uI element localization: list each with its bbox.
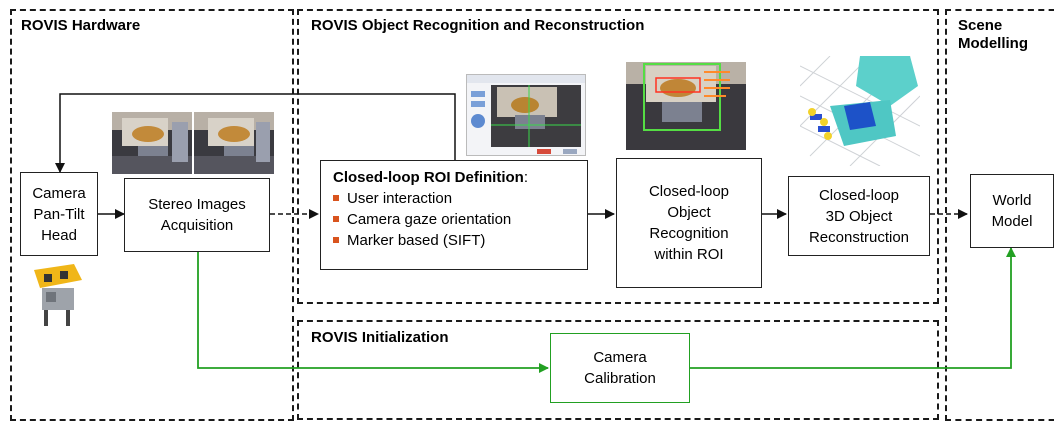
- reconstruction-line-1: Closed-loop: [818, 186, 900, 204]
- stereo-left-image: [112, 112, 192, 174]
- object-recognition-box: Closed-loop Object Recognition within RO…: [616, 158, 762, 288]
- camera-head-line-1: Camera: [32, 184, 86, 202]
- stereo-right-image: [194, 112, 274, 174]
- scene-title-line-1: Scene: [958, 17, 1003, 34]
- world-model-line-2: Model: [991, 213, 1033, 230]
- roi-item-user-interaction: User interaction: [333, 188, 579, 209]
- roi-method-list: User interaction Camera gaze orientation…: [333, 188, 579, 251]
- world-model-box: World Model: [970, 174, 1054, 248]
- roi-gui-screenshot: [466, 74, 586, 156]
- roi-title-suffix: :: [523, 169, 528, 186]
- recognition-line-1: Closed-loop: [648, 183, 730, 200]
- camera-head-line-3: Head: [41, 226, 77, 244]
- stereo-acquisition-box: Stereo Images Acquisition: [124, 178, 270, 252]
- reconstruction-box: Closed-loop 3D Object Reconstruction: [788, 176, 930, 256]
- stereo-line-2: Acquisition: [160, 217, 234, 234]
- roi-title: Closed-loop ROI Definition: [333, 169, 524, 186]
- world-model-line-1: World: [992, 192, 1032, 209]
- camera-calibration-box: Camera Calibration: [550, 333, 690, 403]
- group-title-recognition: ROVIS Object Recognition and Reconstruct…: [311, 17, 645, 34]
- 3d-reconstruction-render: [800, 56, 920, 166]
- group-title-initialization: ROVIS Initialization: [311, 329, 449, 346]
- reconstruction-line-2: 3D Object: [825, 207, 893, 225]
- feedback-loop-arrow: [55, 93, 456, 173]
- recognition-line-4: within ROI: [654, 246, 724, 263]
- group-title-hardware: ROVIS Hardware: [21, 17, 141, 34]
- reconstruction-line-3: Reconstruction: [808, 228, 910, 246]
- calibration-line-2: Calibration: [584, 370, 656, 387]
- recognition-line-2: Object: [667, 204, 711, 221]
- connector-lines: [55, 93, 1016, 373]
- group-object-recognition: [297, 9, 939, 304]
- roi-item-camera-gaze: Camera gaze orientation: [333, 209, 579, 230]
- arrow-calibration-to-world: [690, 247, 1016, 369]
- architecture-diagram: ROVIS Hardware ROVIS Object Recognition …: [10, 9, 1054, 421]
- arrow-stereo-to-calibration: [197, 252, 549, 373]
- camera-head-line-2: Pan-Tilt: [33, 205, 85, 223]
- calibration-line-1: Camera: [593, 349, 647, 366]
- pan-tilt-head-photo: [30, 262, 84, 326]
- group-title-scene-modelling: Scene Modelling: [958, 17, 1028, 53]
- roi-item-marker-sift: Marker based (SIFT): [333, 230, 579, 251]
- roi-definition-box: Closed-loop ROI Definition: User interac…: [320, 160, 588, 270]
- recognition-line-3: Recognition: [649, 225, 729, 242]
- recognition-result-image: [626, 62, 746, 150]
- camera-pan-tilt-head-box: Camera Pan-Tilt Head: [20, 172, 98, 256]
- scene-title-line-2: Modelling: [958, 35, 1028, 52]
- stereo-line-1: Stereo Images: [148, 196, 246, 213]
